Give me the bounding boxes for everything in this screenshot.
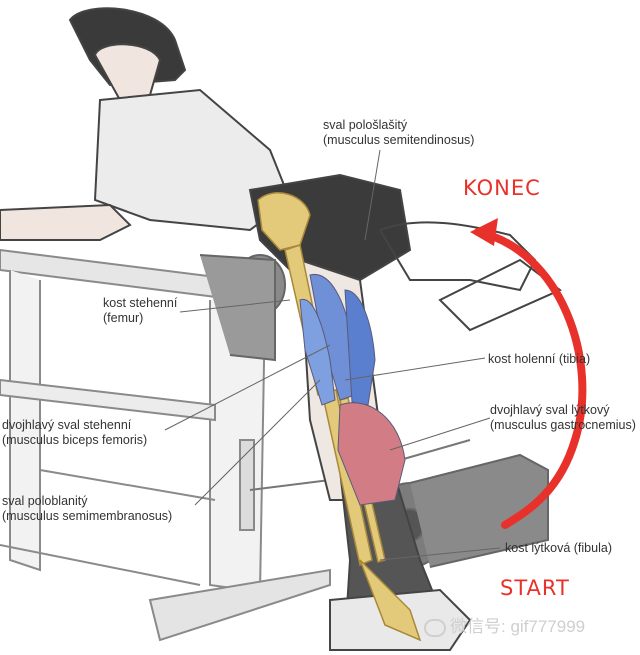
pelvis xyxy=(257,192,311,251)
motion-arrow xyxy=(470,218,587,529)
label-tibia: kost holenní (tibia) xyxy=(488,352,591,366)
label-gastrocnemius-cz: dvojhlavý sval lýtkový xyxy=(490,403,610,417)
label-gastrocnemius-lat: (musculus gastrocnemius) xyxy=(490,418,636,432)
watermark: 微信号: gif777999 xyxy=(424,612,585,637)
watermark-text: 微信号: gif777999 xyxy=(450,617,586,636)
label-fibula: kost lýtková (fibula) xyxy=(505,541,612,555)
label-semimembranosus-cz: sval poloblanitý xyxy=(2,494,88,508)
foot-bones xyxy=(359,559,422,642)
label-semimembranosus-lat: (musculus semimembranosus) xyxy=(2,509,173,523)
phase-start-label: START xyxy=(500,576,570,600)
wechat-icon xyxy=(424,618,446,637)
label-femur-cz: kost stehenní xyxy=(103,296,178,310)
label-femur: kost stehenní (femur) xyxy=(103,296,177,326)
label-gastrocnemius: dvojhlavý sval lýtkový (musculus gastroc… xyxy=(490,403,636,433)
label-semitendinosus: sval pološlašitý (musculus semitendinosu… xyxy=(323,118,474,148)
semimembranosus-muscle xyxy=(299,298,336,406)
roller-pads xyxy=(199,254,549,568)
phase-end-label: KONEC xyxy=(463,176,541,200)
label-semitendinosus-lat: (musculus semitendinosus) xyxy=(323,133,475,147)
bench xyxy=(0,248,471,642)
label-biceps-cz: dvojhlavý sval stehenní xyxy=(2,418,132,432)
gastrocnemius-muscle xyxy=(337,402,406,506)
semitendinosus-muscle xyxy=(309,274,356,401)
label-femur-lat: (femur) xyxy=(103,311,144,325)
label-semitendinosus-cz: sval pološlašitý xyxy=(323,118,408,132)
label-biceps-femoris: dvojhlavý sval stehenní (musculus biceps… xyxy=(2,418,147,448)
label-biceps-lat: (musculus biceps femoris) xyxy=(2,433,148,447)
leader-lines xyxy=(164,149,501,561)
label-semimembranosus: sval poloblanitý (musculus semimembranos… xyxy=(2,494,172,524)
